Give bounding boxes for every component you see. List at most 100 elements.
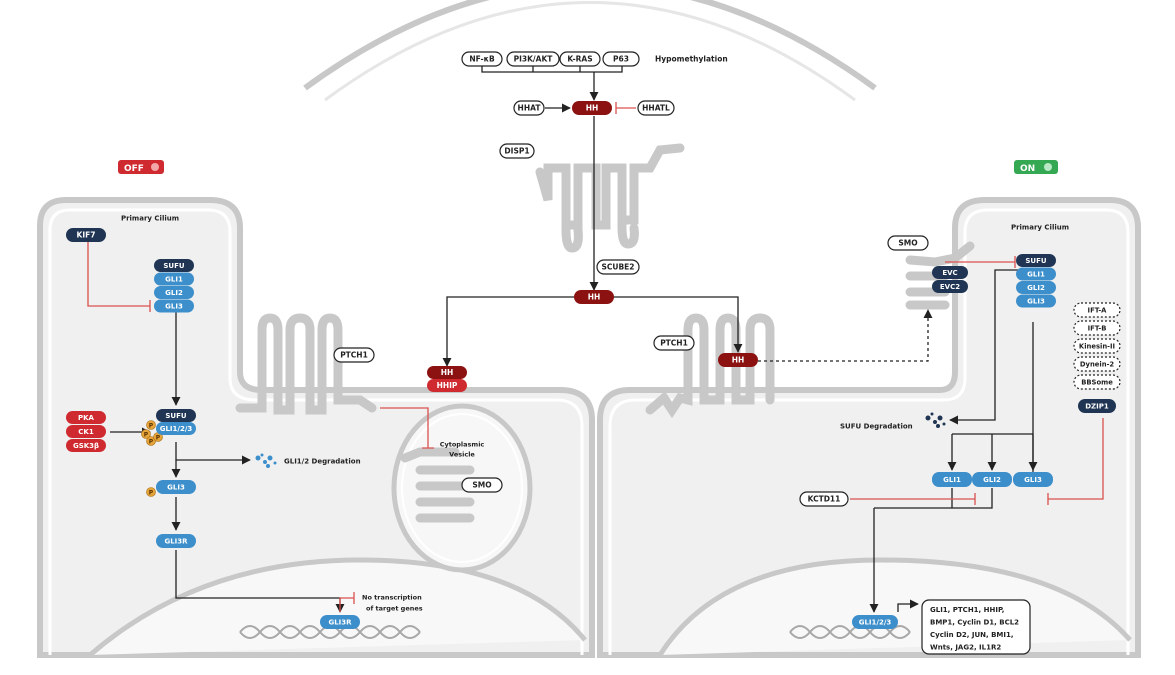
upstream-factor: K-RAS bbox=[559, 51, 601, 67]
hh-ptch1-right: HH bbox=[718, 353, 758, 367]
degradation-particles-gli bbox=[255, 453, 277, 468]
hh-to-hhip-arrow bbox=[442, 296, 580, 367]
off-primary-cilium-label: Primary Cilium bbox=[121, 215, 179, 223]
vesicle-label-2: Vesicle bbox=[449, 450, 475, 458]
on-indicator-icon bbox=[1044, 163, 1052, 171]
kif7-node-label: KIF7 bbox=[77, 231, 96, 240]
on-badge: ON bbox=[1014, 160, 1058, 174]
on-cilium-sufu: SUFU bbox=[1016, 254, 1056, 267]
off-sufu-node-shape bbox=[156, 409, 196, 422]
off-gli123-node-shape bbox=[156, 422, 196, 435]
ift-protein-1-label: IFT-B bbox=[1088, 324, 1107, 332]
off-cilium-gli3-shape bbox=[154, 299, 194, 313]
off-sufu-node-label: SUFU bbox=[165, 412, 187, 420]
hh-hhip-hhip-label: HHIP bbox=[437, 381, 458, 390]
right-cell-body bbox=[597, 197, 1141, 658]
kif7-inhibit-gli3 bbox=[87, 242, 151, 312]
hh-released-node: HH bbox=[574, 290, 614, 304]
scube2-label-label: SCUBE2 bbox=[601, 263, 634, 272]
hh-ptch1-right-label: HH bbox=[732, 356, 745, 365]
hh-hhip-hhip-shape bbox=[427, 379, 467, 392]
on-cilium-sufu-label: SUFU bbox=[1025, 257, 1047, 265]
gli123-dna-node: GLI1/2/3 bbox=[852, 615, 898, 629]
gli3r-dna-node-shape bbox=[320, 615, 360, 629]
gli3r-dna-node: GLI3R bbox=[320, 615, 360, 629]
kinase-1-label: CK1 bbox=[78, 428, 94, 436]
phospho-icon: P bbox=[146, 487, 156, 497]
dzip1-node: DZIP1 bbox=[1078, 399, 1116, 413]
hh-node-shape bbox=[572, 101, 612, 115]
phospho-label: P bbox=[144, 431, 149, 438]
kinase-0: PKA bbox=[66, 411, 106, 424]
dna-right-strand-2 bbox=[789, 625, 911, 639]
smo-cilium-label-shape bbox=[887, 235, 929, 251]
smo-vesicle-label: SMO bbox=[461, 477, 503, 493]
off-indicator-icon bbox=[151, 163, 159, 171]
hh-hhip-hh-label: HH bbox=[441, 368, 454, 377]
ptch1-right-tail bbox=[645, 325, 693, 419]
secreting-cell-membrane-inner bbox=[324, 1, 856, 102]
off-badge-shape bbox=[118, 160, 164, 174]
kif7-node-shape bbox=[66, 228, 106, 242]
on-gli-1-label: GLI2 bbox=[983, 476, 1001, 484]
secreting-cell-membrane bbox=[303, 0, 877, 91]
off-cilium-gli1-shape bbox=[154, 272, 194, 286]
on-cilium-gli3: GLI3 bbox=[1016, 294, 1056, 308]
evc2-node-label: EVC2 bbox=[940, 283, 960, 291]
off-cilium-sufu: SUFU bbox=[154, 259, 194, 272]
kinase-1-shape bbox=[66, 425, 106, 438]
transmembrane-proteins bbox=[235, 143, 975, 523]
target-genes-line: Cyclin D2, JUN, BMI1, bbox=[930, 631, 1014, 639]
gli3r-node-shape bbox=[156, 534, 196, 548]
gli123-dna-node-shape bbox=[852, 615, 898, 629]
sufu-to-degradation-arrow bbox=[949, 269, 1018, 425]
dzip1-node-label: DZIP1 bbox=[1085, 403, 1109, 411]
off-sufu-node: SUFU bbox=[156, 409, 196, 422]
dna-helices bbox=[239, 625, 911, 639]
gli-to-targets-arrow bbox=[897, 599, 919, 612]
vesicle-label-2-label: Vesicle bbox=[449, 450, 475, 458]
phospho-circle bbox=[146, 420, 156, 430]
no-transcription-1-label: No transcription bbox=[362, 593, 422, 601]
on-cilium-gli1: GLI1 bbox=[1016, 267, 1056, 281]
off-cilium-sufu-shape bbox=[154, 259, 194, 272]
kinase-2-shape bbox=[66, 439, 106, 452]
hhatl-label: HHATL bbox=[637, 100, 675, 116]
no-transcription-2: of target genes bbox=[366, 604, 423, 612]
gli3r-no-transcription bbox=[339, 592, 355, 612]
right-cell-inner-line bbox=[608, 208, 1130, 655]
on-gli-1: GLI2 bbox=[972, 472, 1012, 487]
on-gli-0: GLI1 bbox=[932, 472, 972, 487]
sufu-degradation-label: SUFU Degradation bbox=[840, 423, 913, 431]
off-cilium-gli2-shape bbox=[154, 286, 194, 299]
left-cell-inner-line bbox=[48, 208, 584, 655]
kinase-2-label: GSK3β bbox=[73, 442, 99, 450]
ift-protein-2-label: Kinesin-II bbox=[1079, 342, 1115, 350]
disp1-label: DISP1 bbox=[499, 143, 535, 159]
target-genes-box: GLI1, PTCH1, HHIP,BMP1, Cyclin D1, BCL2C… bbox=[921, 599, 1031, 655]
hh-to-ptch1-right-arrow bbox=[610, 296, 743, 353]
gli3-node-shape bbox=[156, 480, 196, 494]
vesicle-label-1-label: Cytoplasmic bbox=[440, 440, 485, 448]
target-genes-line: Wnts, JAG2, IL1R2 bbox=[930, 644, 1001, 652]
hhatl-label-label: HHATL bbox=[642, 104, 670, 113]
evc2-node: EVC2 bbox=[932, 280, 968, 293]
gli3r-node: GLI3R bbox=[156, 534, 196, 548]
off-cilium-gli3: GLI3 bbox=[154, 299, 194, 313]
target-genes-line: GLI1, PTCH1, HHIP, bbox=[930, 606, 1004, 614]
hh-released-node-shape bbox=[574, 290, 614, 304]
ift-protein-2: Kinesin-II bbox=[1073, 338, 1121, 354]
upstream-factor: PI3K/AKT bbox=[506, 51, 560, 67]
gli3-node-label: GLI3 bbox=[167, 484, 185, 492]
ift-protein-1-shape bbox=[1073, 320, 1121, 336]
sufu-degradation-label-label: SUFU Degradation bbox=[840, 423, 913, 431]
scube2-label: SCUBE2 bbox=[596, 259, 640, 275]
kctd11-label-shape bbox=[799, 491, 849, 507]
evc-node: EVC bbox=[932, 266, 968, 279]
on-cilium-gli2-label: GLI2 bbox=[1027, 284, 1045, 292]
upstream-factor: P63 bbox=[602, 51, 640, 67]
ift-protein-3-shape bbox=[1073, 356, 1121, 372]
ptch1-left-label: PTCH1 bbox=[333, 347, 375, 363]
off-badge: OFF bbox=[118, 160, 164, 174]
dzip1-inhibit-gli3 bbox=[1047, 418, 1104, 505]
